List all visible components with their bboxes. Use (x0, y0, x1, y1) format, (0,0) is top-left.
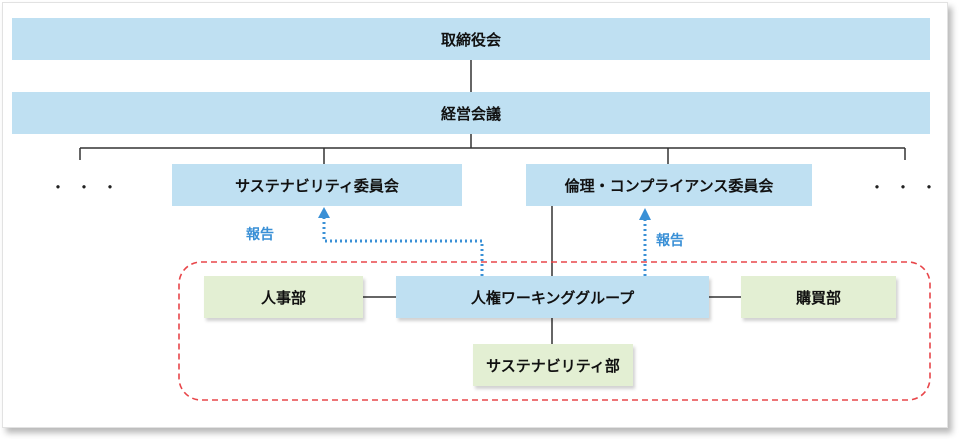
hr-department-box: 人事部 (204, 276, 363, 318)
ethics-compliance-committee-box: 倫理・コンプライアンス委員会 (526, 164, 812, 206)
purchasing-department-box: 購買部 (741, 276, 896, 318)
sustainability-committee-box: サステナビリティ委員会 (172, 164, 462, 206)
ellipsis-left: ・・・ (50, 178, 129, 197)
sustainability-department-box: サステナビリティ部 (473, 344, 633, 386)
management-meeting-box: 経営会議 (12, 92, 930, 134)
board-of-directors-box: 取締役会 (12, 18, 930, 60)
report-label-right: 報告 (656, 233, 684, 249)
report-label-left: 報告 (246, 227, 274, 243)
human-rights-working-group-box: 人権ワーキンググループ (396, 276, 709, 318)
ellipsis-right: ・・・ (869, 178, 948, 197)
